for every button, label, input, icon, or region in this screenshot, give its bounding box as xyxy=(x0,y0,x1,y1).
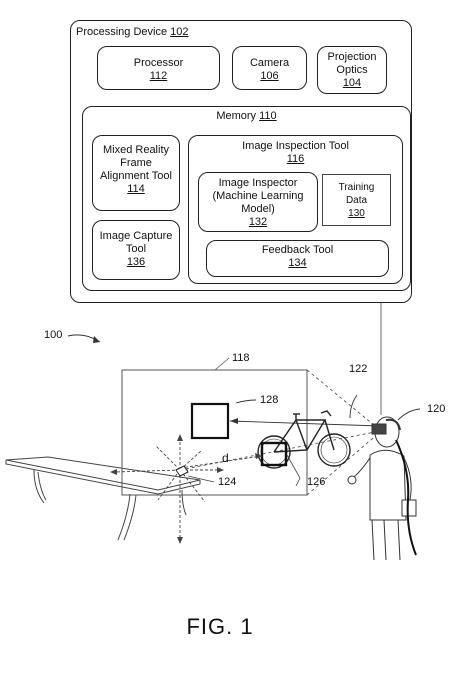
image-inspector-label: Image Inspector (Machine Learning Model)… xyxy=(212,177,304,228)
frame-leader-line xyxy=(214,357,230,371)
projection-optics-box xyxy=(317,46,387,94)
camera-label: Camera 106 xyxy=(249,57,290,82)
system-ref-arrowhead xyxy=(93,336,100,343)
marker-line xyxy=(229,420,381,427)
training-data-box xyxy=(322,174,391,226)
mr-alignment-tool-box xyxy=(92,135,180,211)
processor-label: Processor 112 xyxy=(133,57,184,82)
camera-box xyxy=(232,46,307,90)
ref-object-view: 122 xyxy=(349,363,368,375)
anchor-marker xyxy=(175,465,189,477)
anchor-arrowheads xyxy=(110,434,262,544)
image-inspector-box xyxy=(198,172,318,232)
projection-optics-label: Projection Optics 104 xyxy=(327,51,377,89)
feedback-marker-square xyxy=(190,402,230,440)
anchor-arrows xyxy=(113,438,263,540)
image-capture-tool-box xyxy=(92,220,180,280)
anchor-leader-line xyxy=(187,475,215,483)
training-data-label: Training Data 130 xyxy=(338,182,375,219)
processor-box xyxy=(97,46,220,90)
processing-device-box xyxy=(70,20,412,303)
feedback-tool-label: Feedback Tool 134 xyxy=(261,244,334,269)
processing-device-title: Processing Device 102 xyxy=(76,26,189,38)
overlay-square xyxy=(260,441,288,467)
memory-title: Memory 110 xyxy=(216,110,277,122)
marker-leader-line xyxy=(235,399,257,404)
user-leader-line xyxy=(397,408,421,421)
image-capture-tool-label: Image Capture Tool 136 xyxy=(99,230,173,268)
marker-arrowhead xyxy=(230,418,238,424)
image-inspection-tool-label: Image Inspection Tool 116 xyxy=(242,140,349,165)
figure-caption: FIG. 1 xyxy=(186,614,254,639)
table-drawing xyxy=(5,456,201,541)
ref-anchor: 124 xyxy=(218,476,237,488)
memory-box xyxy=(82,106,411,291)
distance-label: d xyxy=(222,451,229,465)
object-view-leader-line xyxy=(349,394,358,419)
ref-user: 120 xyxy=(427,403,446,415)
ref-overlay: 126 xyxy=(307,476,326,488)
mr-frame xyxy=(121,369,308,496)
overlay-leader-line xyxy=(286,454,301,487)
ref-frame: 118 xyxy=(232,352,250,364)
bicycle-drawing xyxy=(257,410,351,469)
ref-system: 100 xyxy=(44,329,63,341)
feedback-tool-box xyxy=(206,240,389,277)
ref-feedback-marker: 128 xyxy=(260,394,279,406)
user-figure xyxy=(347,416,417,561)
mr-alignment-tool-label: Mixed Reality Frame Alignment Tool 114 xyxy=(100,144,172,195)
image-inspection-tool-box xyxy=(188,135,403,284)
